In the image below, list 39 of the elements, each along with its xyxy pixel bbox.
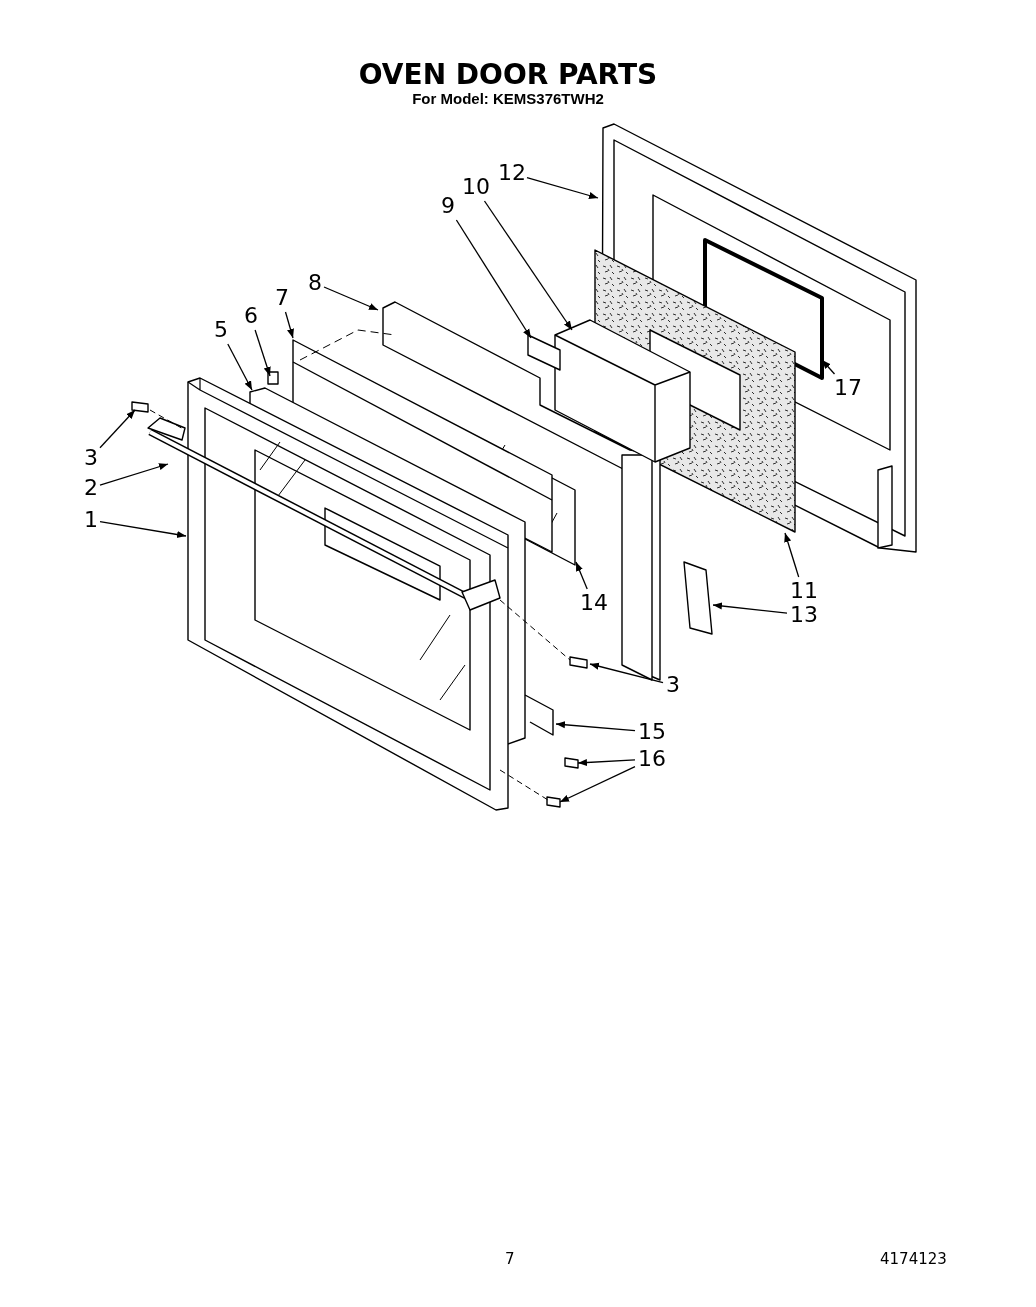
leader-line <box>559 765 636 803</box>
callout-number: 3 <box>84 447 98 469</box>
leader-line <box>99 520 187 539</box>
callout-number: 14 <box>580 592 608 614</box>
leader-line <box>284 311 294 339</box>
leader-line <box>575 561 588 590</box>
callout-number: 7 <box>275 287 289 309</box>
leader-line <box>712 602 788 614</box>
callout-number: 12 <box>498 162 526 184</box>
callout-number: 10 <box>462 176 490 198</box>
leader-line <box>227 343 253 391</box>
callout-number: 5 <box>214 319 228 341</box>
callout-number: 8 <box>308 272 322 294</box>
leader-line <box>99 409 136 449</box>
leader-line <box>555 721 636 732</box>
leader-line <box>483 200 573 331</box>
callout-number: 1 <box>84 509 98 531</box>
callout-number: 13 <box>790 604 818 626</box>
leader-line <box>784 532 800 578</box>
callout-number: 9 <box>441 195 455 217</box>
model-subtitle: For Model: KEMS376TWH2 <box>411 90 605 107</box>
leader-line <box>821 359 836 375</box>
leader-line <box>323 286 379 311</box>
callout-number: 6 <box>244 305 258 327</box>
callout-number: 3 <box>666 674 680 696</box>
leader-line <box>254 329 271 377</box>
page-number: 7 <box>505 1250 515 1268</box>
callout-number: 15 <box>638 721 666 743</box>
leader-line <box>577 758 636 767</box>
leader-line <box>526 176 599 199</box>
callout-number: 11 <box>790 580 818 602</box>
leader-line <box>455 219 532 339</box>
document-number: 4174123 <box>880 1250 947 1268</box>
leader-line <box>589 662 664 684</box>
title: OVEN DOOR PARTS <box>357 58 659 91</box>
callout-number: 2 <box>84 477 98 499</box>
callout-number: 17 <box>834 377 862 399</box>
leader-line <box>99 463 169 486</box>
callout-number: 16 <box>638 748 666 770</box>
